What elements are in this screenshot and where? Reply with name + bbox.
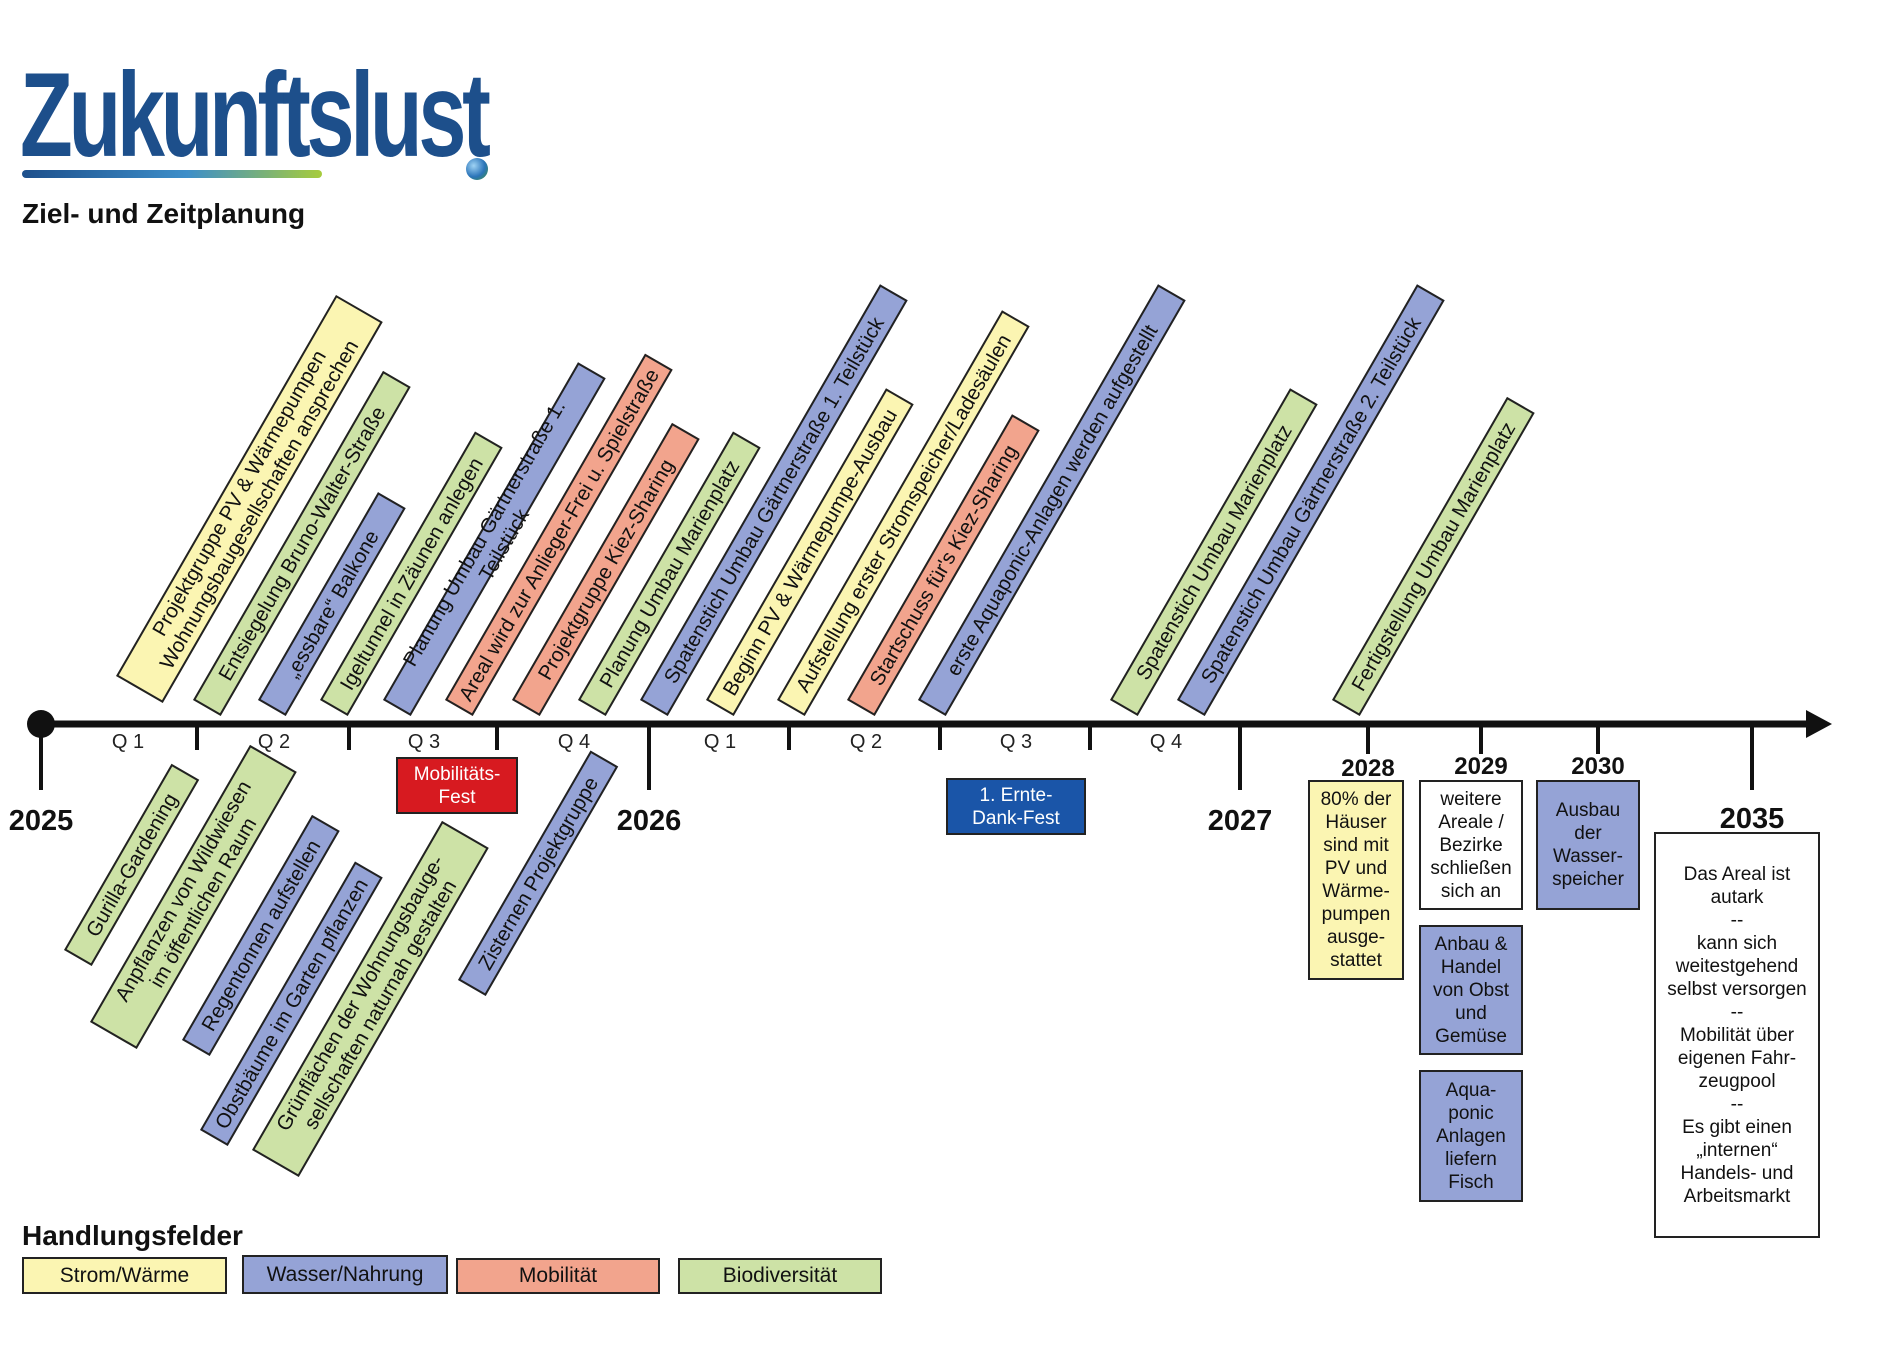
legend-item-mobil: Mobilität [456, 1258, 660, 1294]
milestone-6: Das Areal ist autark -- kann sich weites… [1654, 832, 1820, 1238]
year-label: 2035 [1720, 803, 1785, 835]
quarter-label: Q 3 [408, 731, 440, 753]
year-label: 2026 [617, 805, 682, 837]
milestone-4: Aqua-ponic Anlagen liefern Fisch [1419, 1070, 1523, 1202]
event-1: Mobilitäts- Fest [396, 757, 518, 814]
year-label: 2029 [1454, 753, 1507, 780]
quarter-label: Q 2 [258, 731, 290, 753]
globe-icon [466, 158, 488, 180]
legend-item-wasser: Wasser/Nahrung [242, 1255, 448, 1294]
logo: Zukunftslust [20, 50, 520, 195]
legend-item-bio: Biodiversität [678, 1258, 882, 1294]
year-label: 2028 [1341, 755, 1394, 782]
year-label: 2027 [1208, 805, 1273, 837]
milestone-5: Ausbau der Wasser-speicher [1536, 780, 1640, 910]
quarter-label: Q 1 [112, 731, 144, 753]
year-label: 2030 [1571, 753, 1624, 780]
page-subtitle: Ziel- und Zeitplanung [22, 198, 306, 229]
quarter-label: Q 1 [704, 731, 736, 753]
milestone-1: 80% der Häuser sind mit PV und Wärme-pum… [1308, 780, 1404, 980]
quarter-label: Q 4 [1150, 731, 1182, 753]
event-2: 1. Ernte- Dank-Fest [946, 778, 1086, 835]
milestone-2: weitere Areale / Bezirke schließen sich … [1419, 780, 1523, 910]
legend-title: Handlungsfelder [22, 1220, 243, 1251]
timeline-arrowhead [1806, 710, 1832, 738]
logo-text: Zukunftslust [20, 48, 491, 182]
milestone-3: Anbau & Handel von Obst und Gemüse [1419, 925, 1523, 1055]
logo-swoosh [22, 170, 322, 178]
quarter-label: Q 2 [850, 731, 882, 753]
year-label: 2025 [9, 805, 74, 837]
quarter-label: Q 4 [558, 731, 590, 753]
legend-item-strom: Strom/Wärme [22, 1257, 227, 1294]
quarter-label: Q 3 [1000, 731, 1032, 753]
